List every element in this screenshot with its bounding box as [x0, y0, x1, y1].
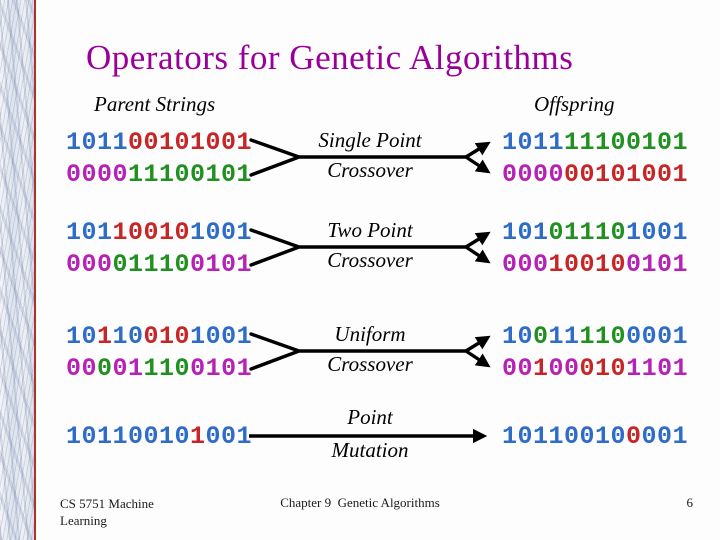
parent-string: 000011100101: [66, 252, 252, 277]
bit-segment-green: 01110: [112, 250, 191, 279]
operator-label-line: Crossover: [327, 248, 413, 272]
bit-segment-green: 11100101: [128, 160, 253, 189]
bit-segment-blue: 10110010: [66, 422, 191, 451]
bit-segment-red: 0: [626, 422, 642, 451]
offspring-string: 001000101101: [502, 356, 688, 381]
crossover-arrows: [249, 228, 491, 267]
footer-course-line2: Learning: [60, 513, 107, 528]
bit-segment-blue: 1011: [66, 128, 129, 157]
offspring-string: 101111100101: [502, 130, 688, 155]
operator-label-line: Crossover: [327, 158, 413, 182]
parent-string: 101100101001: [66, 220, 252, 245]
bit-segment-magenta: 00: [502, 354, 534, 383]
bit-segment-blue: 1001: [626, 218, 689, 247]
bit-segment-magenta: 0101: [626, 250, 689, 279]
bit-segment-magenta: 000: [66, 250, 113, 279]
bit-segment-blue: 1001: [190, 322, 253, 351]
parent-string: 101100101001: [66, 324, 252, 349]
crossover-arrows: [249, 138, 491, 177]
bit-segment-magenta: 01: [112, 354, 144, 383]
offspring-string: 101011101001: [502, 220, 688, 245]
bit-segment-blue: 001: [205, 422, 253, 451]
bit-segment-blue: 0001: [626, 322, 689, 351]
bit-segment-green: 01110: [548, 218, 627, 247]
bit-segment-red: 010: [143, 322, 191, 351]
bit-segment-magenta: 1101: [626, 354, 689, 383]
marble-border-strip: [0, 0, 36, 540]
bit-segment-red: 10010: [112, 218, 191, 247]
bit-segment-blue: 10: [112, 322, 144, 351]
operator-label-line: Two Point: [327, 218, 413, 242]
offspring-column-header: Offspring: [534, 92, 615, 116]
parents-column-header: Parent Strings: [94, 92, 216, 116]
footer-page-number: 6: [686, 495, 694, 510]
crossover-arrows: [249, 332, 491, 371]
bit-segment-green: 110: [579, 322, 627, 351]
offspring-string: 100111100001: [502, 324, 688, 349]
bit-segment-blue: 101: [502, 218, 549, 247]
bit-segment-red: 1: [533, 354, 549, 383]
page-title: Operators for Genetic Algorithms: [86, 38, 574, 77]
bit-segment-blue: 11: [548, 322, 580, 351]
bit-segment-magenta: 0000: [502, 160, 565, 189]
bit-segment-blue: 10110010: [502, 422, 627, 451]
footer-chapter: Chapter 9 Genetic Algorithms: [280, 495, 440, 510]
bit-segment-green: 110: [143, 354, 191, 383]
parent-string: 000011100101: [66, 356, 252, 381]
bit-segment-blue: 10: [66, 322, 98, 351]
operator-label-line: Uniform: [334, 322, 406, 346]
bit-segment-magenta: 00: [66, 354, 98, 383]
operator-label-line: Point: [347, 405, 393, 429]
operator-label-line: Single Point: [318, 128, 422, 152]
operator-label-line: Crossover: [327, 352, 413, 376]
bit-segment-red: 010: [579, 354, 627, 383]
offspring-string: 101100100001: [502, 424, 688, 449]
bit-segment-green: 0: [97, 354, 113, 383]
bit-segment-magenta: 0000: [66, 160, 129, 189]
bit-segment-blue: 001: [641, 422, 689, 451]
bit-segment-green: 11100101: [564, 128, 689, 157]
bit-segment-red: 1: [190, 422, 206, 451]
offspring-string: 000000101001: [502, 162, 688, 187]
parent-string: 101100101001: [66, 424, 252, 449]
parent-string: 000011100101: [66, 162, 252, 187]
bit-segment-blue: 101: [66, 218, 113, 247]
bit-segment-blue: 10: [502, 322, 534, 351]
offspring-string: 000100100101: [502, 252, 688, 277]
bit-segment-red: 00101001: [128, 128, 253, 157]
bit-segment-green: 0: [533, 322, 549, 351]
footer-course-line1: CS 5751 Machine: [60, 496, 154, 511]
bit-segment-blue: 1001: [190, 218, 253, 247]
bit-segment-magenta: 00: [548, 354, 580, 383]
bit-segment-red: 1: [97, 322, 113, 351]
bit-segment-magenta: 0101: [190, 354, 253, 383]
bit-segment-magenta: 0101: [190, 250, 253, 279]
parent-string: 101100101001: [66, 130, 252, 155]
bit-segment-red: 00101001: [564, 160, 689, 189]
bit-segment-red: 10010: [548, 250, 627, 279]
mutation-arrow: [249, 428, 488, 444]
operator-label-line: Mutation: [331, 438, 409, 462]
footer-course: CS 5751 Machine Learning: [60, 495, 154, 529]
bit-segment-blue: 1011: [502, 128, 565, 157]
bit-segment-magenta: 000: [502, 250, 549, 279]
